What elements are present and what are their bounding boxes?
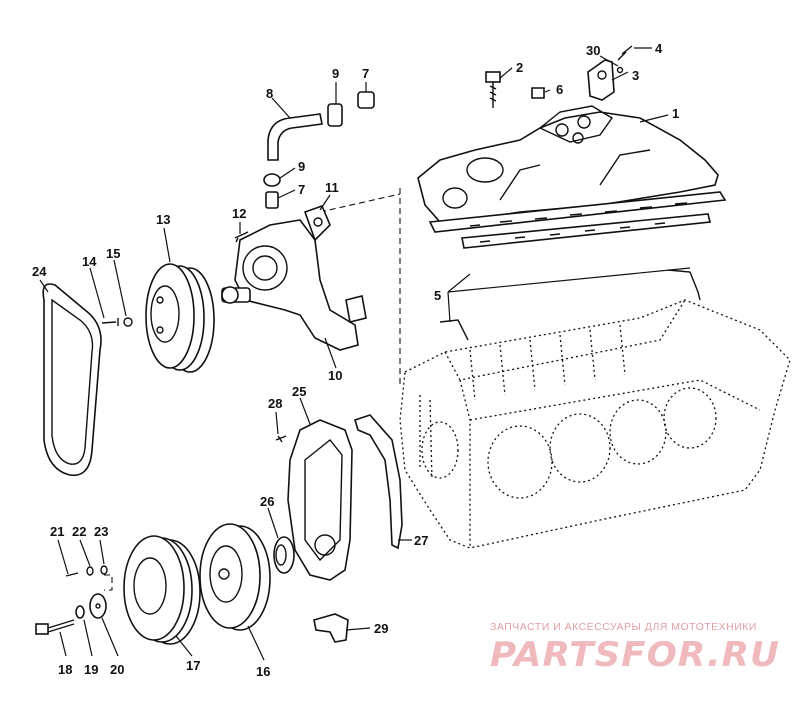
callout-3: 3 (632, 68, 639, 83)
washer-15 (123, 317, 133, 327)
watermark-logo: PARTSFOR.RU (490, 635, 780, 675)
callout-15: 15 (106, 246, 120, 261)
crank-hardware (35, 565, 349, 643)
callout-8: 8 (266, 86, 273, 101)
callout-21: 21 (50, 524, 64, 539)
callout-28: 28 (268, 396, 282, 411)
engine-block (399, 299, 791, 549)
callout-13: 13 (156, 212, 170, 227)
callout-18: 18 (58, 662, 72, 677)
callout-26: 26 (260, 494, 274, 509)
callout-5: 5 (434, 288, 441, 303)
intake-manifold (417, 105, 727, 233)
watermark-tagline: ЗАПЧАСТИ И АКСЕССУАРЫ ДЛЯ МОТОТЕХНИКИ (490, 621, 757, 633)
callout-11: 11 (325, 180, 339, 195)
callout-20: 20 (110, 662, 124, 677)
callout-9-bottom: 9 (298, 159, 305, 174)
water-pump-pulley (145, 263, 215, 373)
callout-27: 27 (414, 533, 428, 548)
callout-30: 30 (586, 43, 600, 58)
callout-17: 17 (186, 658, 200, 673)
callout-7-bottom: 7 (298, 182, 305, 197)
callout-22: 22 (72, 524, 86, 539)
callout-25: 25 (292, 384, 306, 399)
callout-19: 19 (84, 662, 98, 677)
callout-9-top: 9 (332, 66, 339, 81)
callout-10: 10 (328, 368, 342, 383)
bolt-12 (234, 231, 249, 243)
callout-16: 16 (256, 664, 270, 679)
callout-1: 1 (672, 106, 679, 121)
bolt-14 (101, 318, 119, 326)
callout-6: 6 (556, 82, 563, 97)
drive-belt (42, 283, 102, 477)
intake-gaskets (439, 213, 711, 341)
crankshaft-seal (273, 536, 295, 574)
callout-29: 29 (374, 621, 388, 636)
alignment-line-2 (319, 193, 401, 213)
manifold-hardware (485, 45, 633, 108)
cover-gasket (354, 414, 403, 550)
callout-4: 4 (655, 41, 663, 56)
callout-2: 2 (516, 60, 523, 75)
alignment-line-3 (104, 574, 113, 591)
leader-lines (39, 47, 691, 661)
callout-23: 23 (94, 524, 108, 539)
callout-14: 14 (82, 254, 97, 269)
bolt-28 (275, 435, 287, 443)
callout-labels: 1 2 3 4 5 6 7 7 8 9 9 10 11 12 13 14 15 … (32, 41, 679, 679)
bypass-hose (263, 91, 375, 209)
callout-7-top: 7 (362, 66, 369, 81)
timing-cover (287, 419, 353, 581)
callout-12: 12 (232, 206, 246, 221)
callout-24: 24 (32, 264, 47, 279)
harmonic-balancer (199, 523, 271, 631)
watermark: ЗАПЧАСТИ И АКСЕССУАРЫ ДЛЯ МОТОТЕХНИКИ PA… (490, 621, 780, 675)
water-pump (221, 204, 367, 351)
crankshaft-pulley (123, 535, 201, 645)
